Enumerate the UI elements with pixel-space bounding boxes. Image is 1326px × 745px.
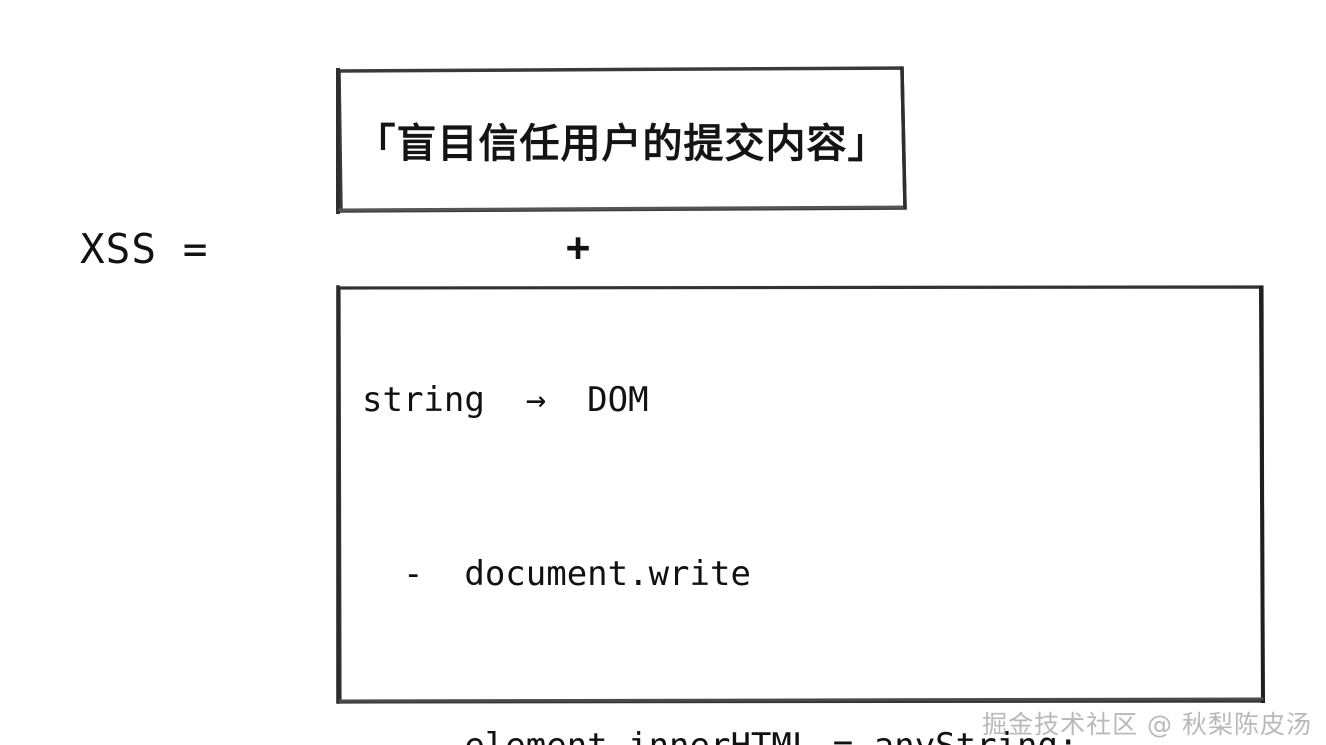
top-concept-box: 「盲目信任用户的提交内容」 bbox=[336, 66, 908, 214]
code-line-heading: string → DOM bbox=[362, 380, 649, 420]
code-listing: string → DOM - document.write - element.… bbox=[362, 315, 1255, 745]
top-box-border-icon bbox=[336, 66, 907, 214]
bottom-box-border-icon bbox=[336, 285, 1266, 704]
plus-operator: + bbox=[565, 225, 591, 271]
xss-equation-label: XSS = bbox=[80, 225, 209, 273]
watermark-text: 掘金技术社区 @ 秋梨陈皮汤 bbox=[982, 710, 1312, 739]
top-box-text: 「盲目信任用户的提交内容」 bbox=[355, 121, 889, 167]
bottom-code-box: string → DOM - document.write - element.… bbox=[336, 285, 1266, 745]
code-line-item-1: - document.write bbox=[362, 554, 751, 594]
code-line-item-2: - element.innerHTML = anyString; bbox=[362, 729, 1255, 745]
